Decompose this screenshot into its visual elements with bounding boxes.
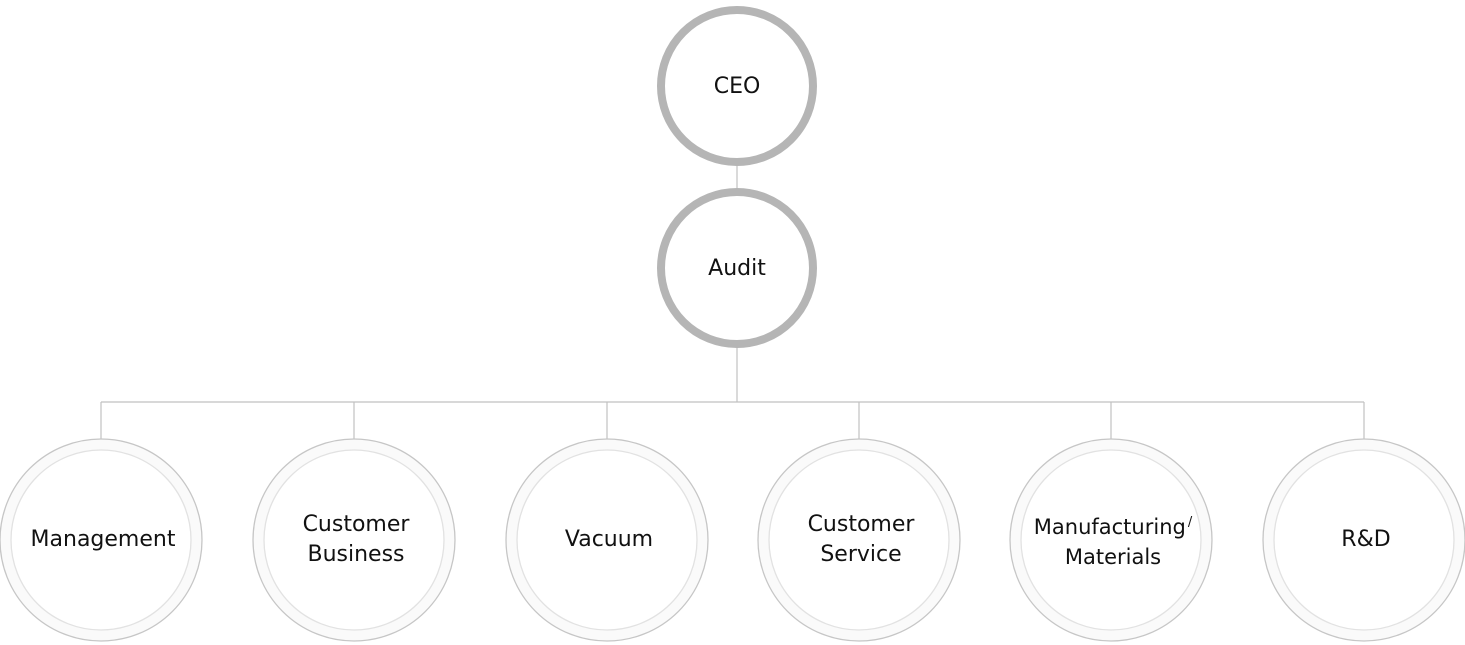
department-label-line: Materials <box>1064 545 1162 569</box>
department-label-line: Manufacturing/ <box>1033 515 1193 539</box>
department-label-line: Vacuum <box>564 527 654 552</box>
department-label-line: Customer <box>302 512 410 537</box>
ceo-node-circle <box>657 6 817 166</box>
department-node-inner-ring-0 <box>10 449 192 631</box>
department-label-5: R&D <box>1276 525 1456 555</box>
audit-node-circle <box>657 188 817 348</box>
department-node-inner-ring-3 <box>768 449 950 631</box>
department-label-line: Service <box>820 542 902 567</box>
department-node-inner-ring-4 <box>1020 449 1202 631</box>
ceo-label: CEO <box>713 73 761 99</box>
department-node-inner-ring-5 <box>1273 449 1455 631</box>
department-label-line: R&D <box>1341 527 1391 552</box>
audit-label: Audit <box>708 255 766 281</box>
department-label-0: Management <box>13 525 193 555</box>
department-node-inner-ring-2 <box>516 449 698 631</box>
department-label-line: Customer <box>807 512 915 537</box>
department-label-separator: / <box>1187 515 1193 530</box>
department-label-line: Management <box>30 527 176 552</box>
department-label-line: Business <box>307 542 405 567</box>
department-node-inner-ring-1 <box>263 449 445 631</box>
department-label-2: Vacuum <box>519 525 699 555</box>
department-label-4: Manufacturing/Materials <box>1023 508 1203 572</box>
